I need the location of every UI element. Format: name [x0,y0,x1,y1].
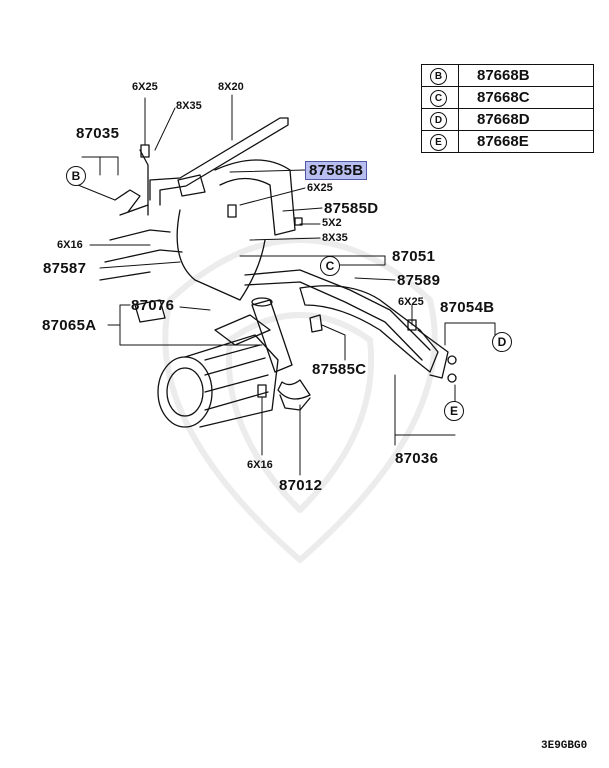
legend-row: C 87668C [421,86,594,109]
part-label-87585c: 87585C [312,361,367,378]
suction-hose [176,159,449,379]
part-label-87035: 87035 [76,125,120,142]
bolt-label-5x2: 5X2 [322,217,342,229]
bolt-label-6x16-left: 6X16 [57,239,83,251]
bolt-label-8x20: 8X20 [218,81,244,93]
leader-lines [77,94,496,476]
left-pipes [99,189,183,281]
legend-part: 87668E [458,130,594,153]
part-label-87585b: 87585B [305,161,368,180]
compressor [157,314,279,428]
reference-code: 3E9GBG0 [541,740,588,752]
watermark-emblem [162,237,438,563]
part-label-87065a: 87065A [42,317,97,334]
legend-part: 87668D [458,108,594,131]
bolt-label-6x16-lower: 6X16 [247,459,273,471]
bracket-87585c [309,314,323,333]
part-label-87051: 87051 [392,248,436,265]
legend-table: B 87668B C 87668C D 87668D E 87668E [421,64,594,153]
part-label-87012: 87012 [279,477,323,494]
part-label-87585d: 87585D [324,200,379,217]
bolt-label-6x25-right: 6X25 [398,296,424,308]
bolts [140,144,457,398]
legend-circle: C [430,90,447,107]
legend-circle: E [430,134,447,151]
part-label-87076: 87076 [131,297,175,314]
clamp-87012 [277,379,311,411]
callout-d: D [492,332,512,352]
receiver-drier [251,297,293,373]
bolt-label-6x25-top: 6X25 [132,81,158,93]
part-label-87036: 87036 [395,450,439,467]
callout-c: C [320,256,340,276]
upper-pipe [139,117,289,216]
bolt-label-8x35-top: 8X35 [176,100,202,112]
part-label-87589: 87589 [397,272,441,289]
legend-row: D 87668D [421,108,594,131]
bolt-label-6x25-mid: 6X25 [307,182,333,194]
bolt-label-8x35-mid: 8X35 [322,232,348,244]
bracket-87076 [134,299,166,323]
part-label-87054b: 87054B [440,299,495,316]
legend-row: E 87668E [421,130,594,153]
callout-e: E [444,401,464,421]
legend-part: 87668B [458,64,594,87]
legend-row: B 87668B [421,64,594,87]
legend-circle: B [430,68,447,85]
legend-part: 87668C [458,86,594,109]
callout-b: B [66,166,86,186]
legend-circle: D [430,112,447,129]
part-label-87587: 87587 [43,260,87,277]
